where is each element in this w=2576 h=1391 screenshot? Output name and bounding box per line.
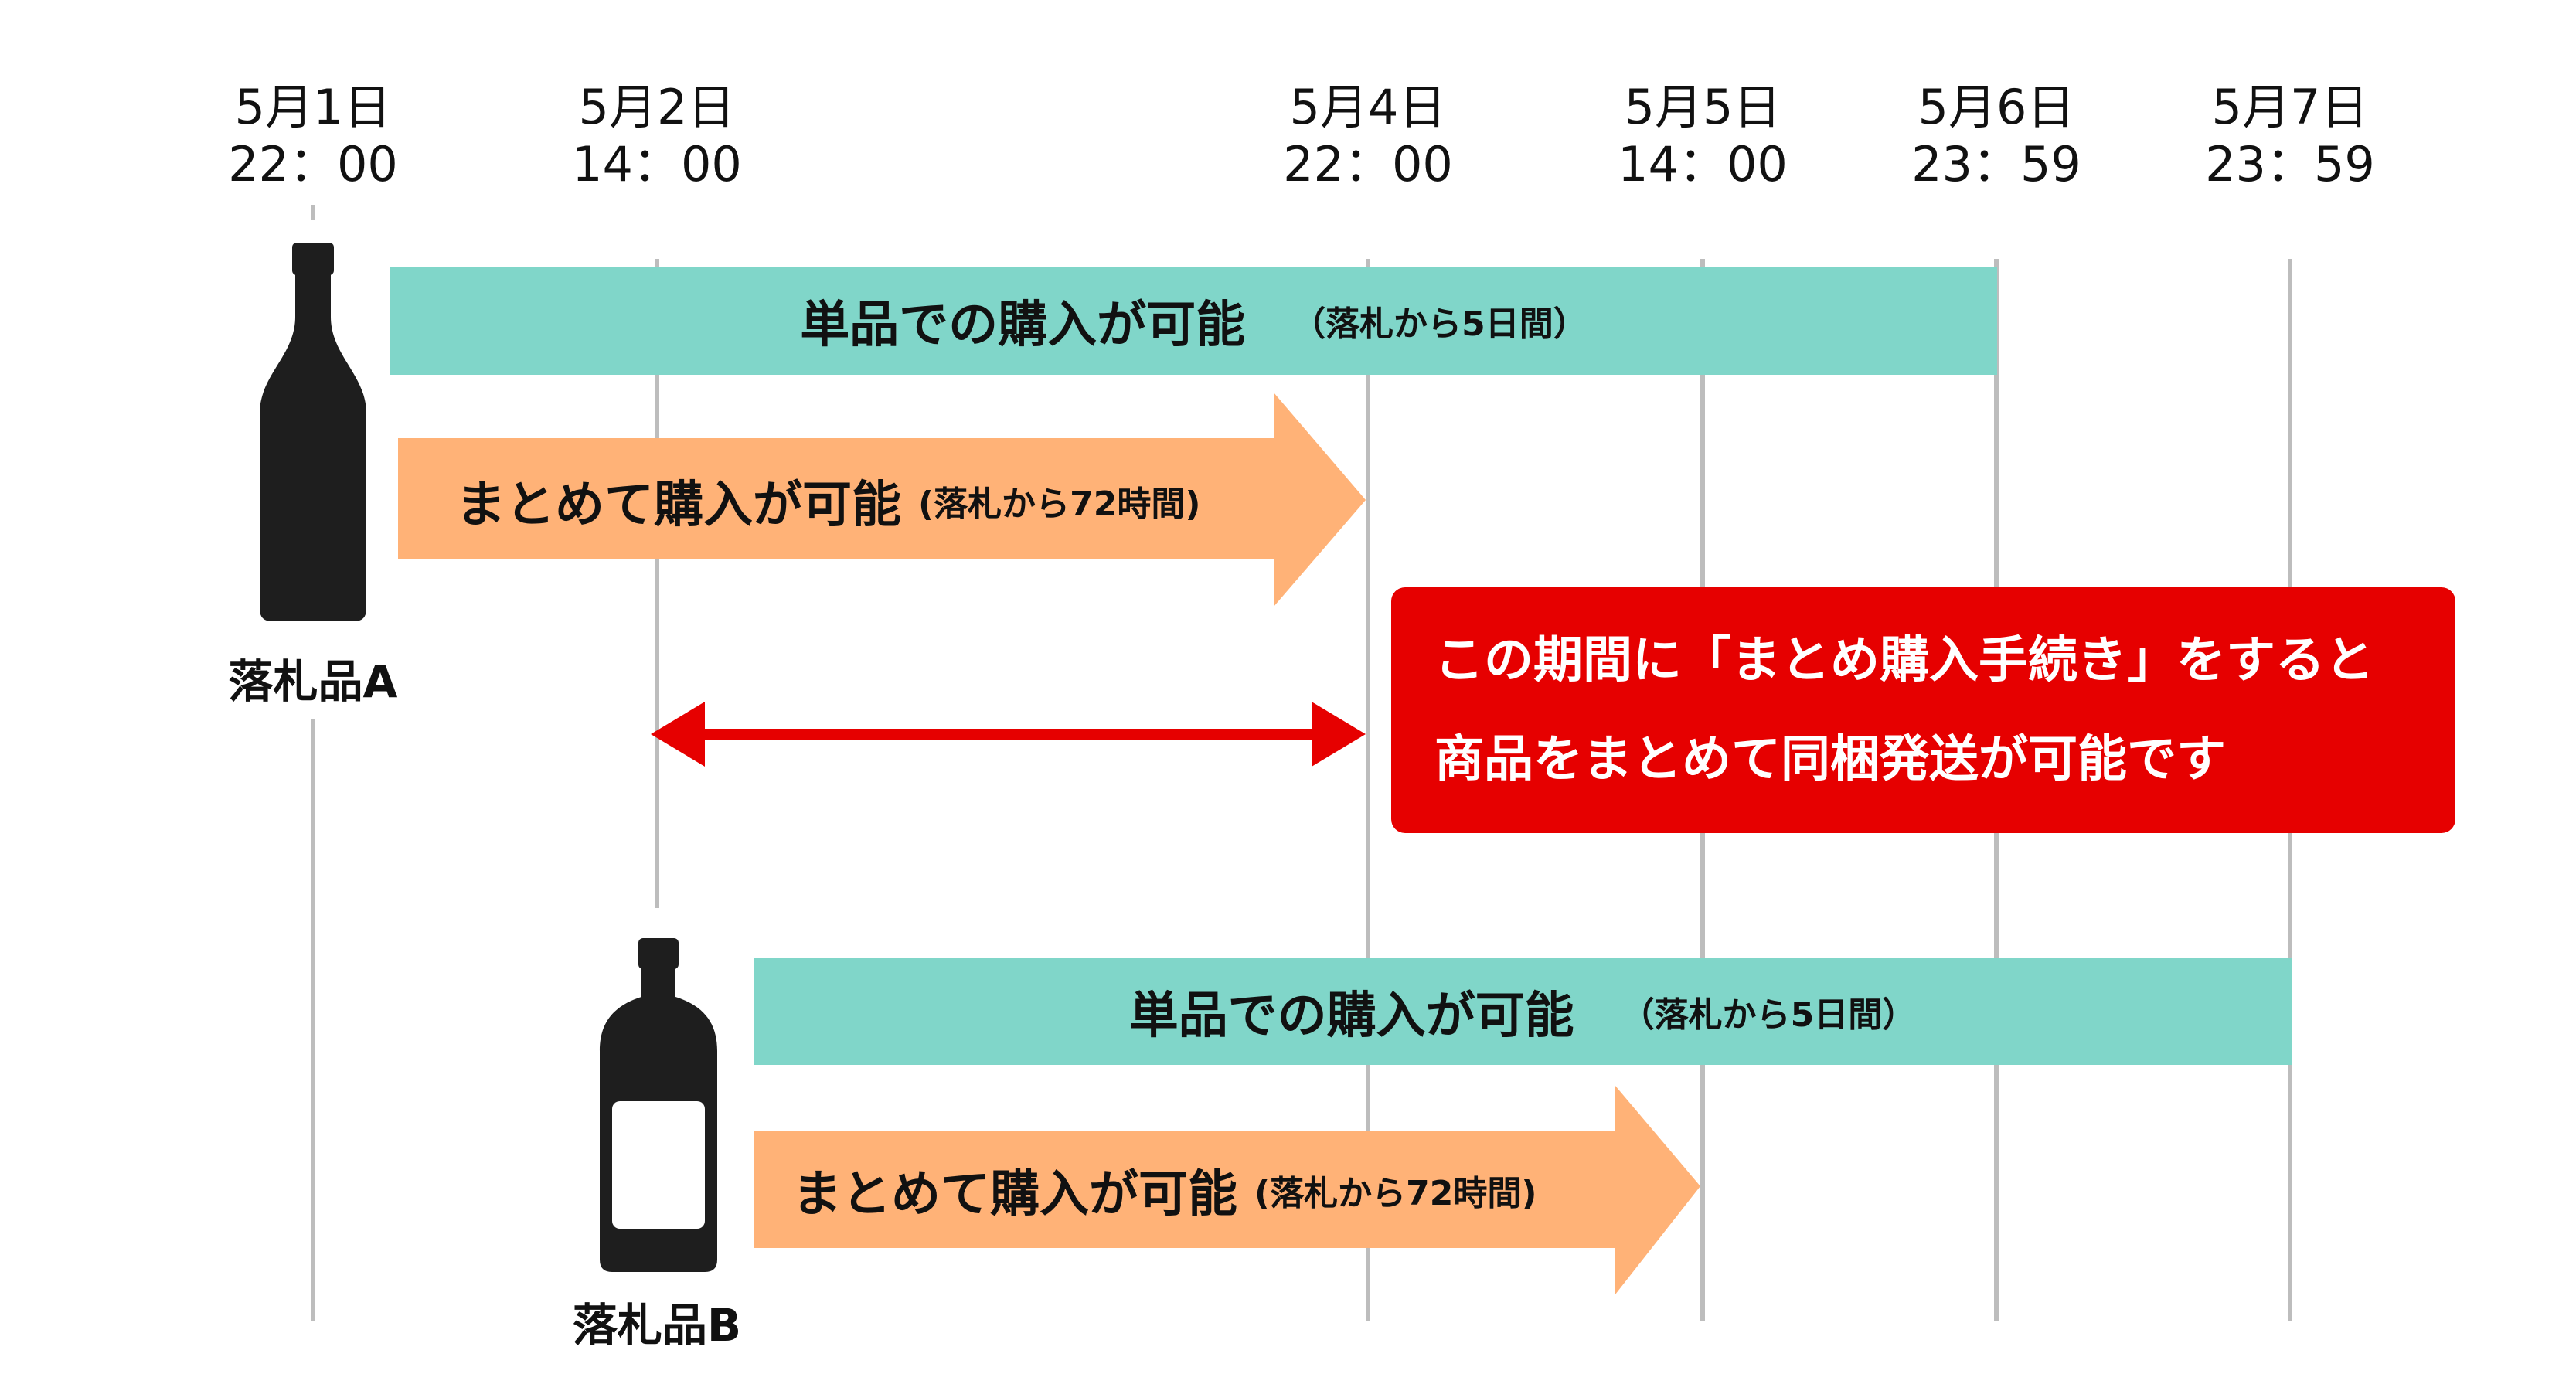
tick-time: 14：00 [1618,136,1788,192]
guide-line-1-top [311,205,315,220]
labeled-bottle-icon [600,938,717,1272]
item-a-single-purchase-bar: 単品での購入が可能 （落札から5日間） [390,267,1997,375]
note-line-2: 商品をまとめて同梱発送が可能です [1434,731,2226,788]
bar-main-text: まとめて購入が可能 [792,1166,1237,1223]
tick-date: 5月2日 [578,79,736,135]
tick-time: 23：59 [2205,136,2375,192]
item-a-label: 落札品A [228,655,398,708]
bundle-note-box: この期間に「まとめ購入手続き」をすると 商品をまとめて同梱発送が可能です [1391,587,2455,833]
tick-date: 5月1日 [234,79,392,135]
item-b-label: 落札品B [572,1299,742,1352]
guide-line-3 [1366,259,1370,1321]
item-b-bundle-arrow-text: まとめて購入が可能 (落札から72時間) [792,1153,1536,1227]
tick-label-6: 5月7日 23：59 [2166,79,2414,193]
bar-sub-text: （落札から5日間） [1620,995,1917,1035]
bar-main-text: 単品での購入が可能 [1128,988,1574,1045]
tick-date: 5月6日 [1918,79,2075,135]
guide-line-2 [655,259,659,908]
note-line-1: この期間に「まとめ購入手続き」をすると [1434,632,2374,689]
tick-date: 5月4日 [1289,79,1447,135]
bar-main-text: まとめて購入が可能 [456,477,901,534]
bar-sub-text: (落札から72時間) [918,485,1201,524]
tick-time: 14：00 [572,136,742,192]
tick-date: 5月5日 [1624,79,1781,135]
tick-label-5: 5月6日 23：59 [1873,79,2120,193]
tick-date: 5月7日 [2211,79,2369,135]
tick-label-2: 5月2日 14：00 [533,79,781,193]
guide-line-1 [311,719,315,1321]
tick-label-1: 5月1日 22：00 [189,79,437,193]
tick-label-4: 5月5日 14：00 [1579,79,1826,193]
bar-main-text: 単品での購入が可能 [800,297,1246,354]
bar-sub-text: （落札から5日間） [1291,304,1587,344]
tick-time: 23：59 [1911,136,2081,192]
item-b-single-purchase-bar: 単品での購入が可能 （落札から5日間） [754,958,2292,1065]
bottle-icon [260,243,366,621]
tick-time: 22：00 [1283,136,1453,192]
item-a-bundle-arrow-text: まとめて購入が可能 (落札から72時間) [456,464,1200,538]
bar-sub-text: (落札から72時間) [1254,1174,1537,1213]
tick-label-3: 5月4日 22：00 [1244,79,1492,193]
tick-time: 22：00 [228,136,398,192]
